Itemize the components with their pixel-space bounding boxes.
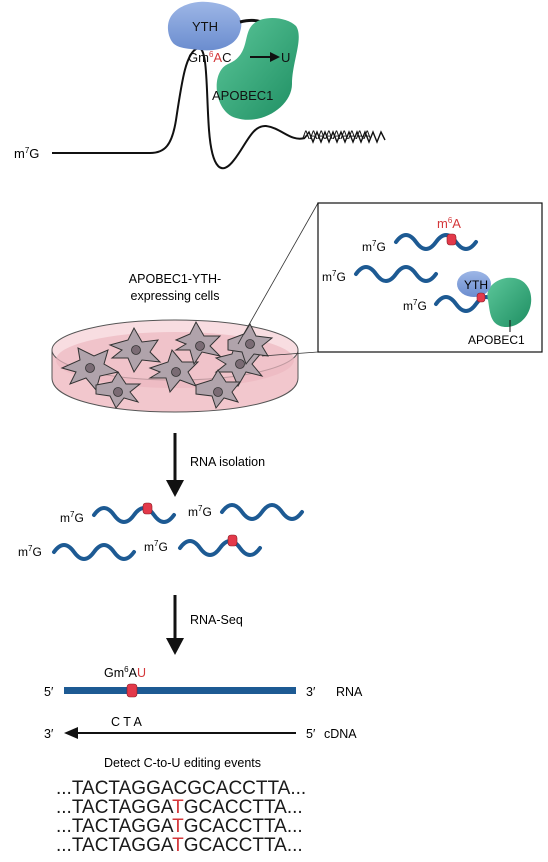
inset-frame <box>317 202 543 353</box>
rna-isolation-label: RNA isolation <box>190 455 265 469</box>
inset-rna-1 <box>394 233 478 251</box>
cdna-three-prime: 3′ <box>44 727 54 741</box>
zoom-line-bottom <box>261 351 319 357</box>
rna-three-prime: 3′ <box>306 685 316 699</box>
inset-cap-1: m7G <box>362 239 386 254</box>
isolated-mark-4 <box>227 534 238 547</box>
rna-seq-label: RNA-Seq <box>190 613 243 627</box>
sequence-suffix: GCACCTTA... <box>184 797 303 818</box>
cell-nucleus <box>195 341 205 351</box>
yth-label: YTH <box>192 19 218 34</box>
sequence-line: ...TACTAGGACGCACCTTA... <box>56 778 306 799</box>
inset-yth <box>457 271 491 297</box>
isolated-rna-1 <box>92 506 176 524</box>
isolated-rna-4 <box>178 539 262 557</box>
inset-yth-label: YTH <box>464 278 488 292</box>
inset-m6a-mark-3 <box>476 292 486 303</box>
cdna-label: cDNA <box>324 727 357 741</box>
inset-m6a-mark-1 <box>446 233 457 246</box>
cells-label-line2: expressing cells <box>131 289 220 303</box>
edited-base: T <box>172 835 184 856</box>
rna-m6a-mark <box>126 683 138 698</box>
polya-tail <box>304 130 386 144</box>
cell-nucleus <box>235 359 245 369</box>
sequence-prefix: ...TACTAGGA <box>56 778 174 799</box>
top-panel: AAAAAAAAA m7G YTH APOBEC1 Gm6AC U <box>14 1 386 170</box>
rna-motif-label: Gm6AU <box>104 665 146 680</box>
cdna-cta: C T A <box>111 715 142 729</box>
inset-m6a-label: m6A <box>437 216 461 231</box>
inset-apobec1 <box>487 277 532 328</box>
cell-nucleus <box>131 345 141 355</box>
rna-seq-arrowhead <box>166 638 184 655</box>
zoom-line-top <box>237 202 319 345</box>
apobec1-protein <box>216 18 299 120</box>
isolated-cap-2: m7G <box>188 504 212 519</box>
sequence-line: ...TACTAGGATGCACCTTA... <box>56 835 303 856</box>
cell-nucleus <box>213 387 223 397</box>
cell-nucleus <box>245 339 255 349</box>
isolated-rnas: m7G m7G m7G m7G <box>18 502 304 561</box>
isolated-mark-1 <box>142 502 153 515</box>
inset-cap-3: m7G <box>403 298 427 313</box>
nuclei-group <box>85 339 255 397</box>
sequence-prefix: ...TACTAGGA <box>56 816 174 837</box>
isolated-cap-1: m7G <box>60 510 84 525</box>
isolated-rna-3 <box>52 543 136 561</box>
cdna-five-prime: 5′ <box>306 727 316 741</box>
inset-box: m6A m7G m7G m7G YTH APOBEC1 <box>317 202 543 353</box>
rna-strand <box>64 687 296 694</box>
step-rna-seq: RNA-Seq <box>166 595 243 655</box>
sequence-suffix: GCACCTTA... <box>187 778 306 799</box>
isolated-cap-4: m7G <box>144 539 168 554</box>
edited-base: T <box>172 797 184 818</box>
isolated-cap-3: m7G <box>18 544 42 559</box>
cell-nucleus <box>85 363 95 373</box>
polya-label: AAAAAAAAA <box>302 130 371 142</box>
isolated-rna-2 <box>220 503 304 521</box>
motif-label: Gm6AC <box>188 50 231 65</box>
mrna-backbone <box>52 47 306 170</box>
inset-apobec1-label: APOBEC1 <box>468 333 525 347</box>
cell-dish: APOBEC1-YTH- expressing cells <box>51 272 299 413</box>
inset-rna-2 <box>354 265 438 283</box>
cell-nucleus <box>171 367 181 377</box>
cells-label-line1: APOBEC1-YTH- <box>129 272 221 286</box>
apobec1-label: APOBEC1 <box>212 88 273 103</box>
sequence-suffix: GCACCTTA... <box>184 816 303 837</box>
sequence-prefix: ...TACTAGGA <box>56 835 174 856</box>
cell-nucleus <box>113 387 123 397</box>
rna-isolation-arrowhead <box>166 480 184 497</box>
inset-cap-2: m7G <box>322 269 346 284</box>
edited-base: T <box>172 816 184 837</box>
cap-label: m7G <box>14 146 39 161</box>
sequence-prefix: ...TACTAGGA <box>56 797 174 818</box>
rna-cdna-panel: Gm6AU 5′ 3′ RNA C T A 3′ 5′ cDNA Detect … <box>44 665 363 770</box>
rna-five-prime: 5′ <box>44 685 54 699</box>
step-rna-isolation: RNA isolation <box>166 433 265 497</box>
sequence-line: ...TACTAGGATGCACCTTA... <box>56 816 303 837</box>
sequence-line: ...TACTAGGATGCACCTTA... <box>56 797 303 818</box>
yth-protein <box>168 1 242 51</box>
sequence-block: ...TACTAGGACGCACCTTA......TACTAGGATGCACC… <box>56 778 306 856</box>
reference-base: C <box>174 778 188 799</box>
cdna-arrowhead <box>64 727 78 739</box>
sequence-suffix: GCACCTTA... <box>184 835 303 856</box>
detect-label: Detect C-to-U editing events <box>104 756 261 770</box>
rna-label: RNA <box>336 685 363 699</box>
conversion-target: U <box>281 50 290 65</box>
